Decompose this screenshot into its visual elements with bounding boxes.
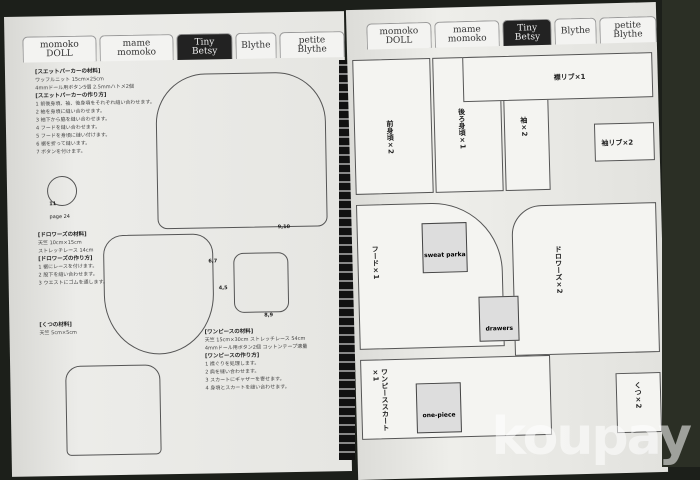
thumb-sweat-parka: sweat parka [421, 222, 468, 274]
instruction-line: 7 ボタンを付けます。 [36, 148, 86, 156]
one-piece-illustration [102, 233, 215, 356]
tab-petite-blythe: petite Blythe [279, 31, 345, 59]
pattern-cuff-rib: 袖リブ×2 [593, 122, 655, 162]
tab-blythe: Blythe [234, 32, 277, 59]
pattern-label: 袖リブ×2 [601, 138, 634, 148]
pattern-label: くつ×2 [633, 381, 643, 409]
pattern-label: ドロワーズ×2 [554, 245, 564, 294]
step-number: 6,7 [208, 258, 218, 265]
step-number: 8,9 [264, 312, 274, 319]
thumb-label: drawers [485, 324, 514, 333]
step-number: 4,5 [218, 285, 228, 292]
tab-momoko-doll: momoko DOLL [366, 21, 432, 50]
pattern-drawers: ドロワーズ×2 [511, 202, 660, 356]
tab-blythe: Blythe [554, 17, 597, 45]
step-number: 9,10 [277, 224, 291, 231]
thumb-label: sweat parka [423, 251, 466, 260]
pattern-label: 袖×2 [519, 116, 529, 137]
thumb-drawers: drawers [478, 295, 520, 342]
tab-mame-momoko: mame momoko [98, 34, 175, 62]
page-reference: page 24 [49, 213, 71, 221]
background-edge [662, 0, 700, 467]
tab-mame-momoko: mame momoko [433, 20, 501, 48]
tab-tiny-betsy: Tiny Betsy [502, 18, 553, 47]
thumb-label: one-piece [422, 411, 456, 420]
sweat-parka-illustration [155, 71, 328, 230]
step-number: 11 [49, 201, 57, 208]
drawers-illustration [65, 364, 162, 456]
one-piece-back-illustration [233, 252, 290, 314]
tab-momoko-doll: momoko DOLL [22, 35, 97, 63]
pattern-front-bodice: 前身頃×2 [352, 57, 434, 195]
watermark: koupay [491, 407, 692, 467]
left-page: momoko DOLL mame momoko Tiny Betsy Blyth… [4, 11, 352, 477]
tab-tiny-betsy: Tiny Betsy [176, 33, 233, 60]
thumb-one-piece: one-piece [415, 382, 462, 434]
tab-petite-blythe: petite Blythe [598, 16, 657, 44]
tab-bar-left: momoko DOLL mame momoko Tiny Betsy Blyth… [22, 31, 345, 63]
pattern-label: フード×1 [371, 245, 380, 280]
pattern-label: 後ろ身頃×1 [457, 108, 467, 150]
instruction-line: 4 身頃とスカートを縫い合わせます。 [205, 384, 290, 392]
pattern-collar-rib: 襟リブ×1 [462, 52, 654, 103]
pattern-label: ワンピーススカート×1 [371, 368, 390, 432]
tab-bar-right: momoko DOLL mame momoko Tiny Betsy Blyth… [366, 16, 657, 50]
pattern-label: 襟リブ×1 [553, 72, 586, 82]
pattern-label: 前身頃×2 [385, 119, 395, 154]
